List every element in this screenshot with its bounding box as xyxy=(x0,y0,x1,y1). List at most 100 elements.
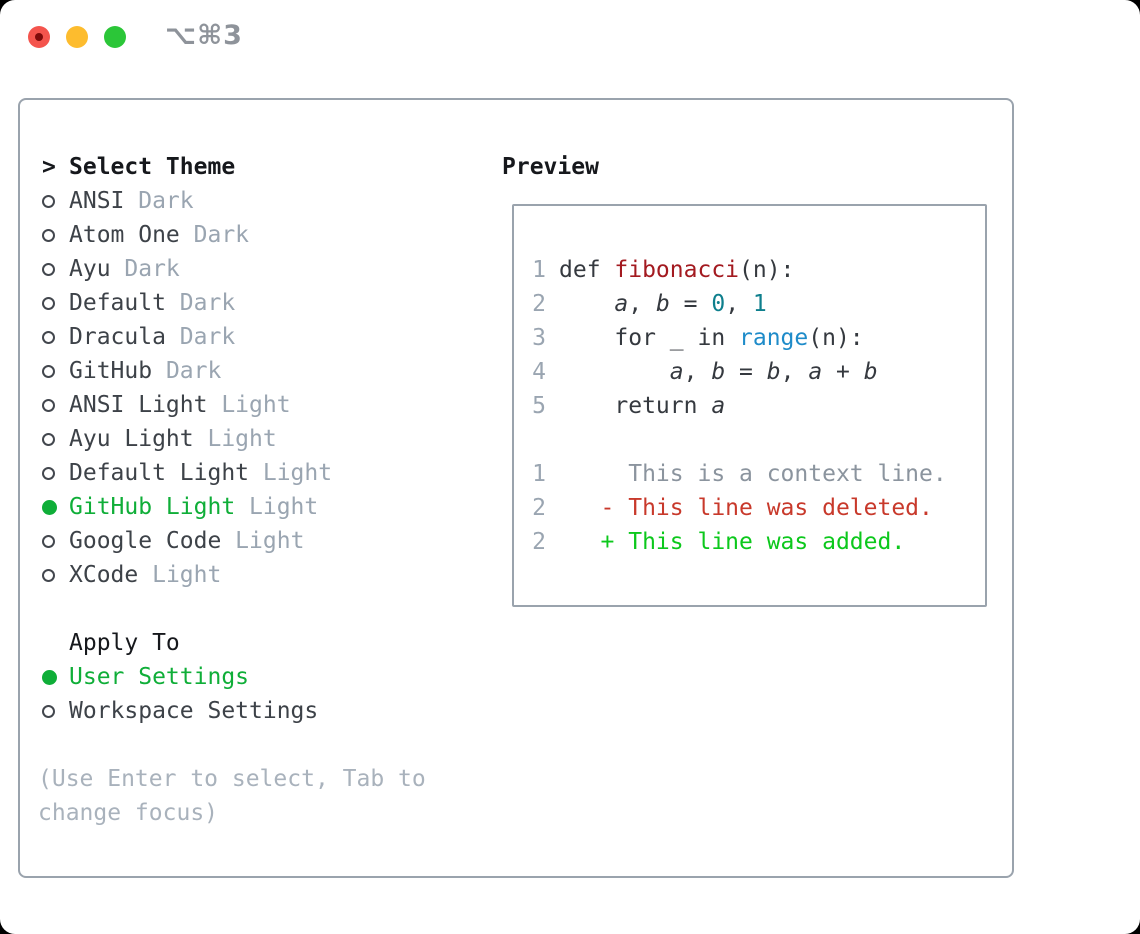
minimize-button[interactable] xyxy=(66,26,88,48)
code-line-5: 5 return a xyxy=(532,389,985,423)
theme-option[interactable]: ANSI Dark xyxy=(38,184,478,218)
line-content: a, b = 0, 1 xyxy=(614,291,767,317)
code-line-3: 3 for _ in range(n): xyxy=(532,321,985,355)
theme-option[interactable]: Default Dark xyxy=(38,286,478,320)
theme-option[interactable]: Atom One Dark xyxy=(38,218,478,252)
radio-icon xyxy=(42,330,55,344)
code-line-4: 4 a, b = b, a + b xyxy=(532,355,985,389)
option-label: User Settings xyxy=(69,664,250,690)
line-content: for _ in range(n): xyxy=(559,325,864,351)
theme-option[interactable]: GitHub Light Light xyxy=(38,490,478,524)
line-content: + This line was added. xyxy=(559,529,906,555)
theme-option[interactable]: XCode Light xyxy=(38,558,478,592)
radio-icon xyxy=(42,262,55,276)
radio-selected-icon xyxy=(42,499,57,515)
line-number: 1 xyxy=(532,461,546,487)
option-variant-label: Dark xyxy=(179,222,250,248)
radio-icon xyxy=(42,568,55,582)
radio-icon xyxy=(42,534,55,548)
radio-selected-icon xyxy=(42,669,57,685)
line-content: a, b = b, a + b xyxy=(669,359,878,385)
zoom-button[interactable] xyxy=(104,26,126,48)
line-content: return a xyxy=(559,393,726,419)
line-number: 5 xyxy=(532,393,546,419)
option-variant-label: Light xyxy=(138,562,222,588)
radio-icon xyxy=(42,228,55,242)
preview-title: Preview xyxy=(502,154,599,180)
apply-to-header: Apply To xyxy=(38,626,478,660)
help-text: (Use Enter to select, Tab to change focu… xyxy=(38,766,426,826)
radio-icon xyxy=(42,704,55,718)
option-label: Workspace Settings xyxy=(69,698,319,724)
code-line-1: 1 def fibonacci(n): xyxy=(532,253,985,287)
line-number: 3 xyxy=(532,325,546,351)
option-variant-label: Dark xyxy=(110,256,180,282)
option-variant-label: Dark xyxy=(124,188,194,214)
line-content: This is a context line. xyxy=(559,461,947,487)
radio-icon xyxy=(42,364,55,378)
option-label: Ayu xyxy=(69,256,111,282)
line-number: 2 xyxy=(532,529,546,555)
diff-deleted-line: 2 - This line was deleted. xyxy=(532,491,985,525)
theme-option[interactable]: ANSI Light Light xyxy=(38,388,478,422)
option-variant-label: Dark xyxy=(165,290,236,316)
option-label: Default xyxy=(69,290,166,316)
theme-option[interactable]: GitHub Dark xyxy=(38,354,478,388)
option-variant-label: Light xyxy=(221,528,305,554)
option-variant-label: Light xyxy=(193,426,277,452)
option-label: Dracula xyxy=(69,324,166,350)
titlebar: ⌥⌘3 xyxy=(0,0,1140,74)
theme-option[interactable]: Default Light Light xyxy=(38,456,478,490)
select-theme-header: > Select Theme xyxy=(38,150,478,184)
option-label: GitHub xyxy=(69,358,153,384)
option-label: XCode xyxy=(69,562,139,588)
radio-icon xyxy=(42,296,55,310)
option-label: ANSI xyxy=(69,188,125,214)
radio-icon xyxy=(42,466,55,480)
apply-to-title: Apply To xyxy=(69,630,180,656)
theme-option[interactable]: Ayu Dark xyxy=(38,252,478,286)
prompt-caret-icon: > xyxy=(42,154,56,180)
theme-option[interactable]: Google Code Light xyxy=(38,524,478,558)
radio-icon xyxy=(42,194,55,208)
option-label: GitHub Light xyxy=(69,494,236,520)
option-variant-label: Light xyxy=(249,460,333,486)
option-label: ANSI Light xyxy=(69,392,208,418)
line-content: def fibonacci(n): xyxy=(559,257,795,283)
diff-added-line: 2 + This line was added. xyxy=(532,525,985,559)
code-line-2: 2 a, b = 0, 1 xyxy=(532,287,985,321)
option-variant-label: Light xyxy=(207,392,291,418)
option-variant-label: Dark xyxy=(165,324,236,350)
traffic-lights xyxy=(28,26,126,48)
theme-option[interactable]: Ayu Light Light xyxy=(38,422,478,456)
blank-line xyxy=(532,423,985,457)
option-label: Default Light xyxy=(69,460,250,486)
radio-icon xyxy=(42,432,55,446)
select-theme-title: Select Theme xyxy=(69,154,236,180)
spacer xyxy=(38,592,478,626)
theme-option[interactable]: Dracula Dark xyxy=(38,320,478,354)
line-content: - This line was deleted. xyxy=(559,495,933,521)
window-title: ⌥⌘3 xyxy=(165,20,243,51)
option-variant-label: Light xyxy=(235,494,319,520)
line-number: 4 xyxy=(532,359,546,385)
line-number: 2 xyxy=(532,495,546,521)
option-label: Atom One xyxy=(69,222,180,248)
apply-to-option[interactable]: User Settings xyxy=(38,660,478,694)
diff-context-line: 1 This is a context line. xyxy=(532,457,985,491)
option-label: Ayu Light xyxy=(69,426,194,452)
option-label: Google Code xyxy=(69,528,222,554)
apply-to-option[interactable]: Workspace Settings xyxy=(38,694,478,728)
line-number: 1 xyxy=(532,257,546,283)
line-number: 2 xyxy=(532,291,546,317)
close-button[interactable] xyxy=(28,26,50,48)
line-number xyxy=(532,423,546,457)
unsaved-indicator-dot xyxy=(35,33,43,41)
option-variant-label: Dark xyxy=(152,358,222,384)
